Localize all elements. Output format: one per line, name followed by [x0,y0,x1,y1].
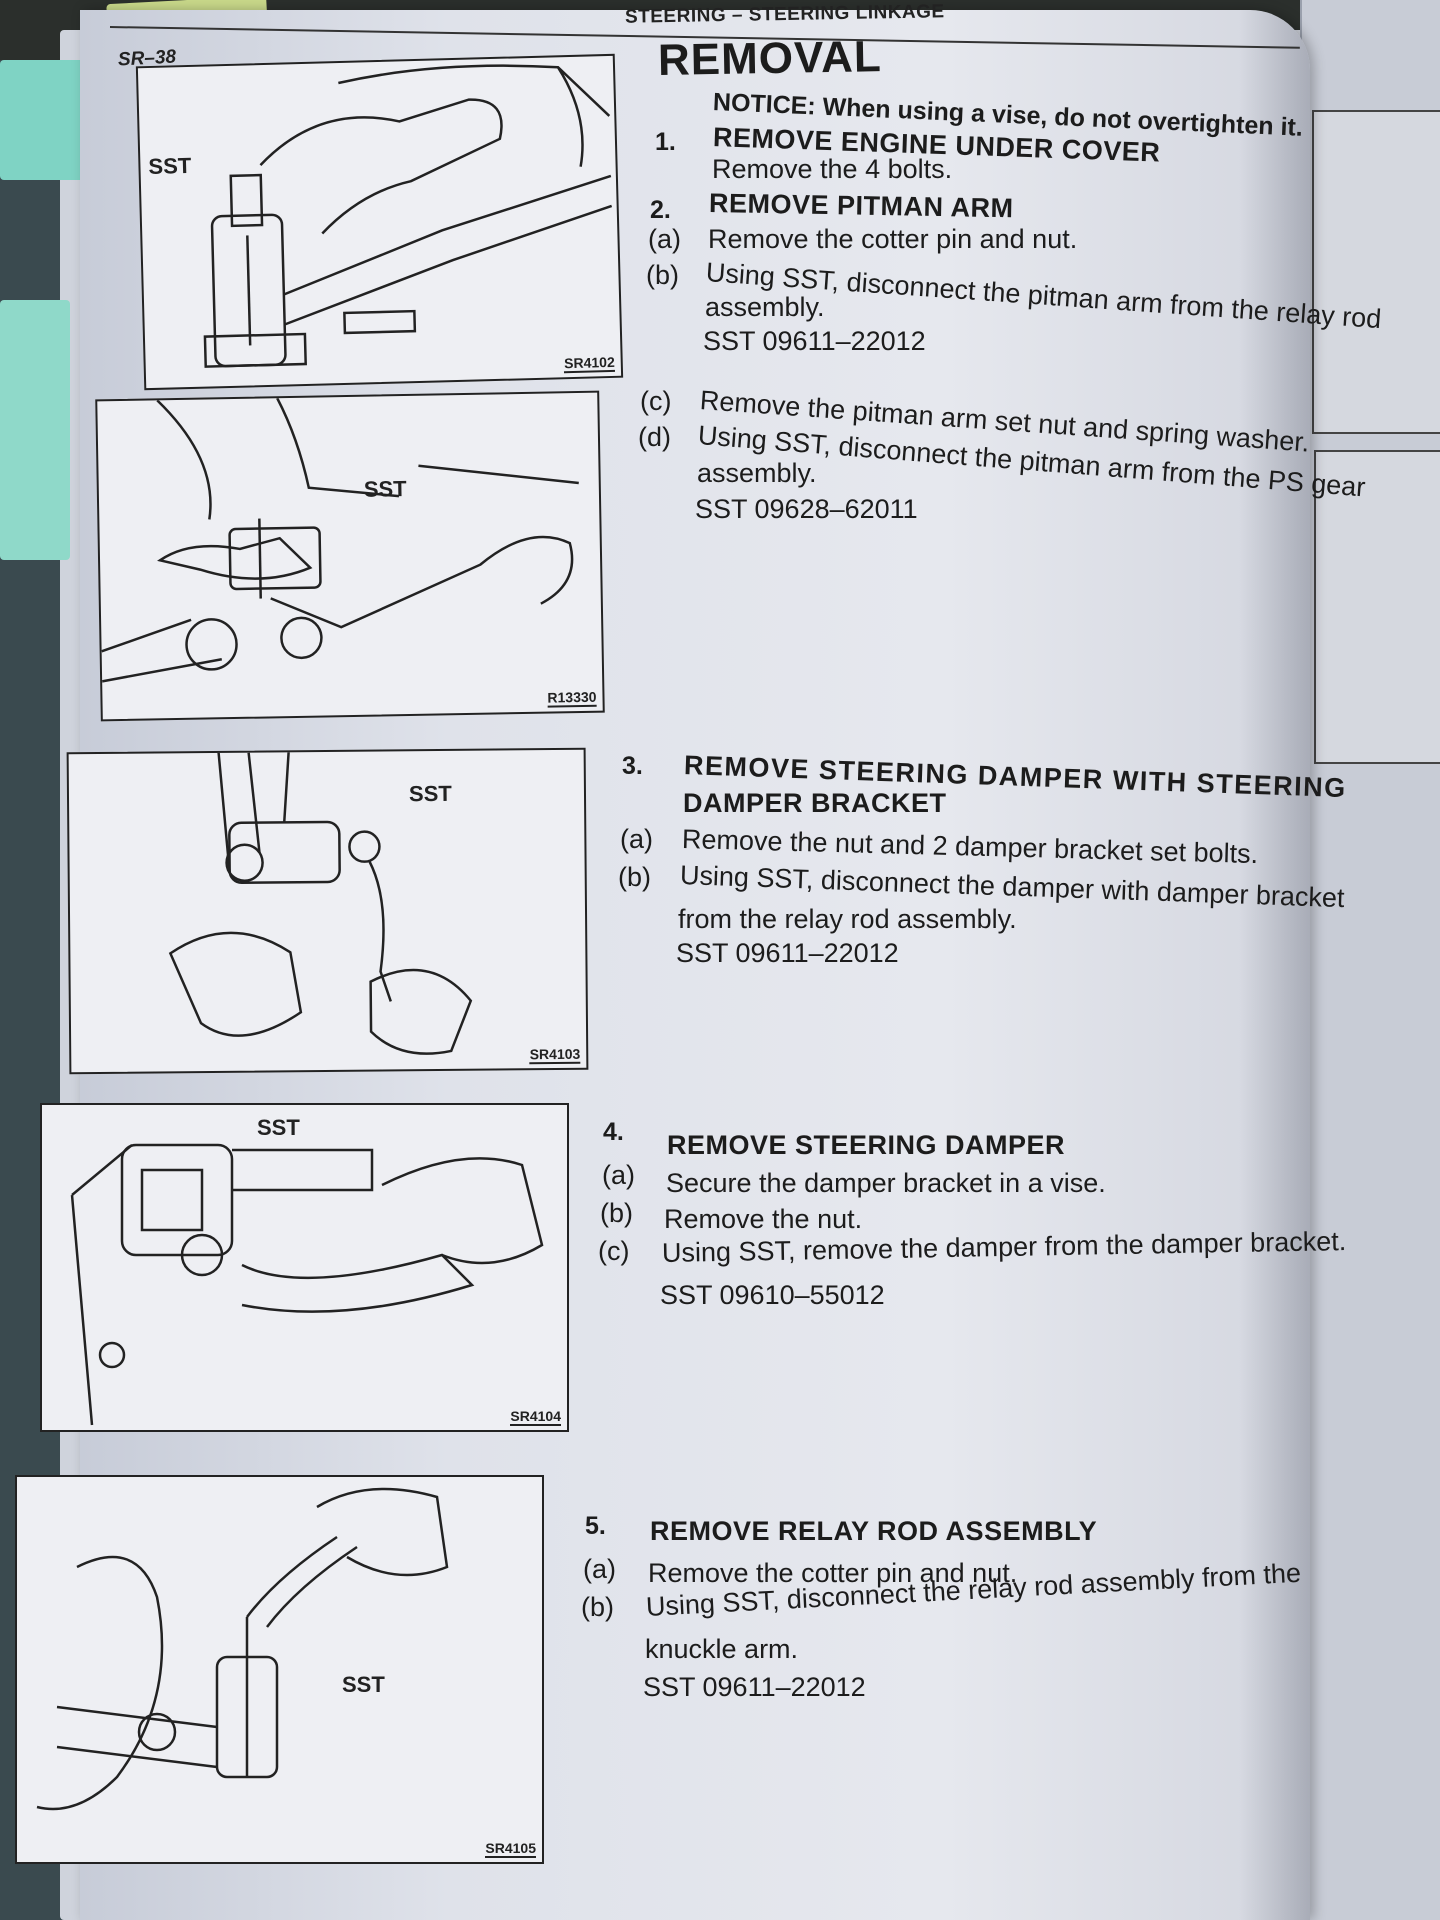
step-title: REMOVE PITMAN ARM [708,188,1014,224]
figure-code: SR4104 [510,1408,561,1426]
sub-text: Secure the damper bracket in a vise. [666,1168,1106,1198]
step-number: 2. [650,196,671,224]
sub-label: (a) [583,1554,616,1584]
sub-label: (b) [581,1592,614,1622]
sst-number: SST 09611–22012 [703,326,926,356]
sst-callout: SST [363,476,407,502]
figure-r13330: SST R13330 [95,390,605,722]
sst-number: SST 09611–22012 [643,1672,866,1702]
figure-sr4103: SST SR4103 [66,747,589,1075]
sst-callout: SST [148,152,192,180]
sub-label: (b) [600,1198,633,1228]
figure-code: SR4102 [563,353,616,374]
figure-sr4104: SST SR4104 [40,1103,569,1432]
sst-callout: SST [342,1672,385,1697]
sst-callout: SST [408,780,452,807]
sub-label: (a) [620,824,653,854]
section-title: REMOVAL [657,32,883,85]
figure-code: R13330 [547,688,597,708]
step-number: 3. [622,752,643,780]
sub-label: (a) [648,224,681,254]
sub-label: (c) [598,1236,630,1266]
step-number: 4. [603,1118,624,1146]
step-body: Remove the 4 bolts. [712,154,953,184]
step-title: REMOVE RELAY ROD ASSEMBLY [650,1516,1098,1546]
figure-code: SR4105 [485,1840,536,1858]
relay-rod-puller-illustration [36,1487,449,1811]
figure-sr4105: SST SR4105 [15,1475,544,1864]
sub-label: (d) [638,422,671,452]
sub-label: (b) [646,260,679,290]
sub-label: (a) [602,1160,635,1190]
sub-text-continued: from the relay rod assembly. [678,904,1017,934]
damper-puller-illustration [168,752,473,1055]
sub-text-continued: assembly. [705,292,825,322]
sub-text: Remove the cotter pin and nut. [708,224,1078,254]
damper-removal-illustration [70,1143,544,1426]
sub-text: Remove the cotter pin and nut. [648,1558,1018,1588]
pitman-arm-puller-illustration [101,397,579,683]
step-title: REMOVE STEERING DAMPER [667,1130,1066,1160]
step-number: 5. [585,1512,606,1540]
sst-number: SST 09611–22012 [676,938,899,968]
figure-sr4102: SST SR4102 [135,53,624,391]
sub-text-continued: assembly. [697,458,817,488]
figure-code: SR4103 [529,1045,581,1065]
sub-text-continued: knuckle arm. [645,1634,799,1664]
tie-rod-puller-illustration [203,64,613,368]
sst-number: SST 09610–55012 [660,1280,885,1310]
sst-callout: SST [257,1115,300,1140]
sst-number: SST 09628–62011 [695,494,918,524]
sub-label: (b) [618,862,651,892]
adjacent-page [1300,0,1440,1920]
step-number: 1. [655,128,676,156]
sub-text: Remove the nut. [664,1204,863,1234]
sticky-tab-teal [0,300,70,560]
sub-label: (c) [640,386,672,416]
step-title-continued: DAMPER BRACKET [683,788,947,818]
